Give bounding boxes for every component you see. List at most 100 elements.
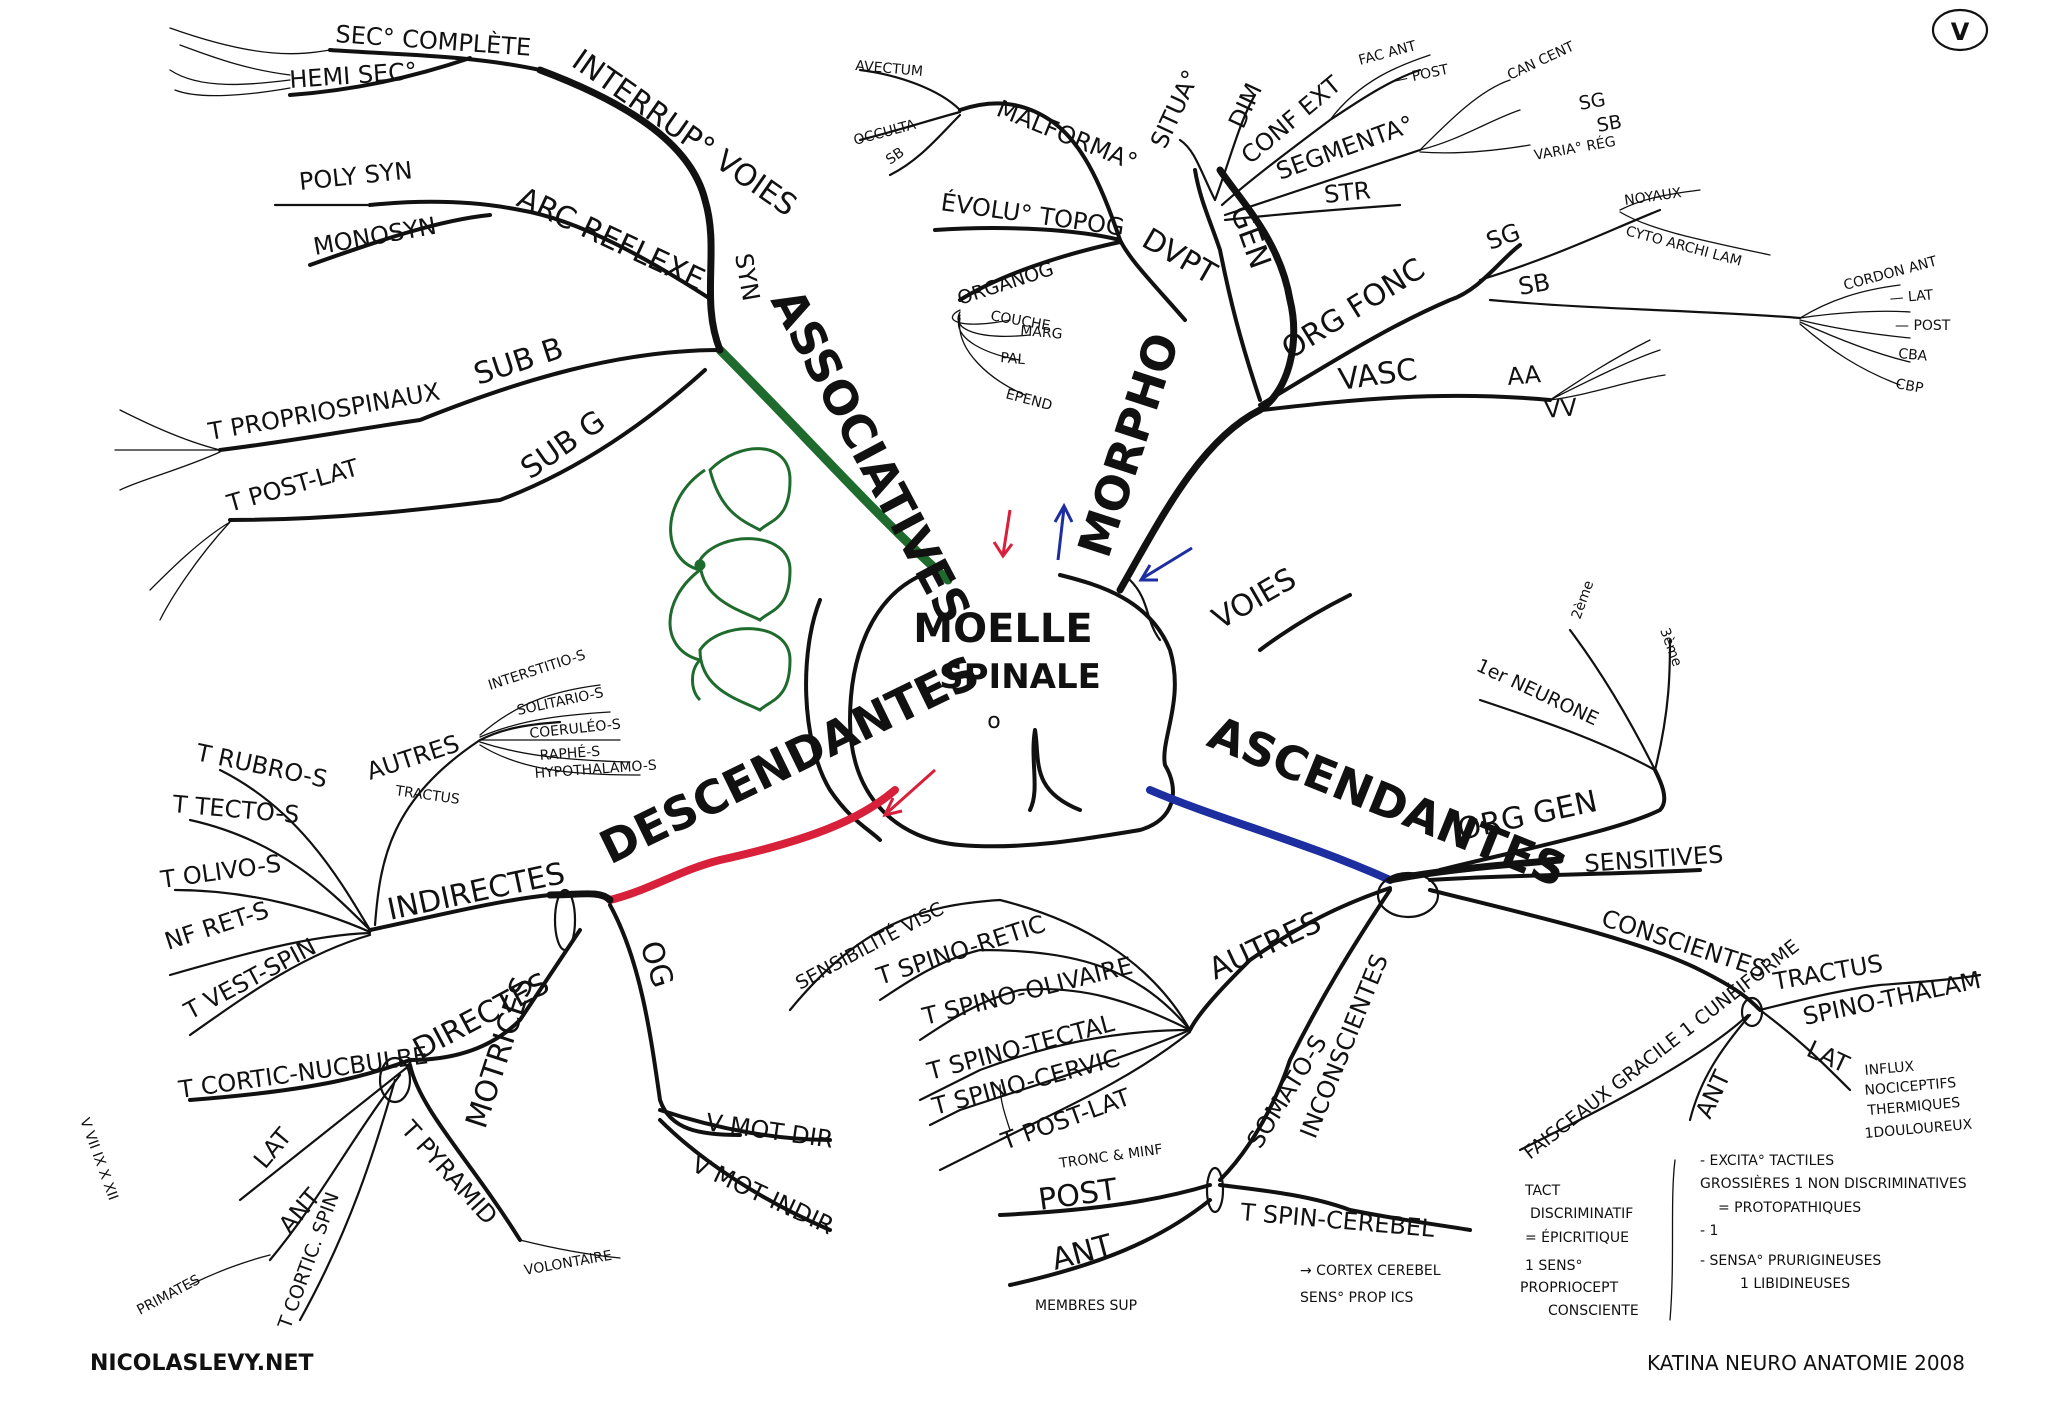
branch-descendantes: DESCENDANTES OG V MOT DIR V MOT INDIR IN…: [76, 645, 987, 1333]
subg-item-0: T POST-LAT: [223, 454, 362, 519]
arc-item-1: MONOSYN: [311, 212, 438, 261]
interrup-label: INTERRUP° VOIES: [565, 43, 802, 224]
arc-reflexe-label: ARC REFLEXE: [512, 181, 710, 298]
somato-note-0: → CORTEX CEREBEL: [1300, 1263, 1441, 1279]
ant-asc2-label: ANT: [1048, 1228, 1117, 1278]
volontaire-label: VOLONTAIRE: [523, 1248, 613, 1279]
associatives-main-line: [715, 345, 953, 585]
v-mot-indir: V MOT INDIR: [687, 1150, 838, 1240]
sb-item-3: CBA: [1898, 346, 1929, 364]
note-right-3: - 1: [1700, 1223, 1718, 1239]
note-right-1: GROSSIÈRES 1 NON DISCRIMINATIVES: [1700, 1175, 1967, 1192]
conf-item-0: FAC ANT: [1357, 38, 1418, 69]
gen-situa: SITUA°: [1145, 66, 1205, 153]
indirectes-label: INDIRECTES: [384, 856, 568, 928]
lat-asc-label: LAT: [1802, 1035, 1853, 1079]
malforma-label: MALFORMA°: [993, 95, 1142, 177]
autres-asc-item-0: SENSIBILITÉ VISC: [792, 897, 948, 994]
note-right-5: 1 LIBIDINEUSES: [1740, 1276, 1850, 1292]
sg-item-0: NOYAUX: [1623, 185, 1683, 209]
organog-label: ORGANOG: [955, 258, 1057, 310]
sb-label: SB: [1516, 268, 1552, 301]
note-left-5: CONSCIENTE: [1548, 1303, 1639, 1319]
sg-label: SG: [1482, 218, 1523, 256]
somato-note-1: SENS° PROP ICS: [1300, 1290, 1414, 1306]
footer-left: NICOLASLEVY.NET: [90, 1351, 314, 1376]
direction-arrows: [882, 502, 1193, 818]
gen-str: STR: [1323, 176, 1372, 209]
malforma-item-1: OCCULTA: [852, 117, 918, 149]
associatives-label: ASSOCIATIVES: [760, 280, 982, 632]
indirectes-item-4: T VEST-SPIN: [179, 933, 321, 1026]
t-pyramid-label: T PYRAMID: [395, 1115, 503, 1231]
note-left-0: TACT: [1524, 1183, 1561, 1199]
organog-item-1: MARG: [1020, 323, 1063, 343]
organog-item-2: PAL: [1000, 350, 1026, 368]
ascendantes-main-line: [1146, 786, 1394, 884]
orggen-item-2: 3ème: [1656, 626, 1685, 669]
indirectes-item-2: T OLIVO-S: [158, 849, 283, 894]
note-left-4: PROPRIOCEPT: [1520, 1280, 1619, 1296]
green-cord-sketch: [668, 447, 792, 712]
malforma-item-0: AVECTUM: [855, 58, 924, 80]
autres-item-3: RAPHÉ-S: [539, 743, 601, 764]
page-number-circle: [1931, 8, 1989, 52]
sb-item-4: CBP: [1894, 376, 1924, 397]
indirectes-item-0: T RUBRO-S: [193, 738, 330, 793]
segmenta-item-0: CAN CENT: [1505, 39, 1577, 84]
cranial-nerves: V VII IX X XII: [76, 1116, 121, 1203]
arc-item-0: POLY SYN: [298, 156, 414, 196]
center-title-line1: MOELLE: [913, 606, 1092, 652]
lat-asc-item-1: NOCICEPTIFS: [1864, 1075, 1957, 1099]
lat-label: LAT: [248, 1123, 297, 1174]
post-asc-note: TRONC & MINF: [1057, 1142, 1163, 1172]
vasc-aa: AA: [1506, 360, 1542, 391]
lat-asc-item-3: 1DOULOUREUX: [1864, 1117, 1973, 1142]
post-asc-label: POST: [1036, 1172, 1120, 1218]
autres-asc-label: AUTRES: [1204, 905, 1327, 987]
note-right-0: - EXCITA° TACTILES: [1700, 1153, 1834, 1169]
organog-item-3: EPEND: [1004, 386, 1054, 414]
primates-label: PRIMATES: [134, 1272, 203, 1319]
sensitives-label: SENSITIVES: [1583, 840, 1724, 878]
v-mot-dir: V MOT DIR: [704, 1108, 835, 1154]
ant-asc2-note: MEMBRES SUP: [1035, 1298, 1137, 1314]
note-left-1: DISCRIMINATIF: [1530, 1206, 1633, 1222]
segmenta-item-1: SG: [1577, 89, 1607, 115]
faisceaux-label: FAISCEAUX GRACILE 1 CUNÉIFORME: [1519, 935, 1803, 1164]
segmenta-item-2: SB: [1595, 111, 1624, 137]
indirectes-item-1: T TECTO-S: [170, 790, 300, 829]
ant-asc-label: ANT: [1690, 1066, 1736, 1123]
lat-asc-item-2: THERMIQUES: [1866, 1095, 1961, 1119]
autres-item-0: INTERSTITIO-S: [486, 647, 587, 694]
lat-asc-item-0: INFLUX: [1864, 1059, 1915, 1079]
center-title-line2: SPINALE: [939, 657, 1101, 697]
indirectes-item-3: NF RET-S: [161, 896, 272, 956]
evol-label: ÉVOLU° TOPOG: [939, 187, 1126, 241]
sg-item-1: CYTO ARCHI LAM: [1624, 223, 1743, 269]
note-left-3: 1 SENS°: [1525, 1258, 1582, 1274]
orggen-item-1: 2ème: [1569, 579, 1598, 622]
malforma-item-2: SB: [883, 145, 907, 169]
autres-label: AUTRES: [363, 729, 463, 785]
descendantes-main-line: [606, 786, 899, 904]
note-left-2: = ÉPICRITIQUE: [1525, 1229, 1629, 1246]
interrup-syn: SYN: [729, 251, 765, 303]
autres-note: TRACTUS: [393, 783, 460, 808]
note-right-2: = PROTOPATHIQUES: [1718, 1200, 1861, 1216]
segmenta-item-3: VARIA° RÉG: [1533, 133, 1617, 164]
branch-associatives: ASSOCIATIVES INTERRUP° VOIES SYN SEC° CO…: [114, 19, 982, 712]
voies-label: VOIES: [1207, 561, 1303, 637]
gen-dim: DIM: [1223, 79, 1268, 133]
page-number: V: [1951, 18, 1970, 46]
sb-item-2: — POST: [1895, 318, 1951, 334]
center-node: MOELLE SPINALE o: [804, 568, 1177, 849]
interrup-item-1: HEMI SEC°: [288, 57, 417, 94]
sb-item-1: — LAT: [1889, 287, 1934, 307]
vasc-label: VASC: [1336, 352, 1419, 398]
morpho-label: MORPHO: [1067, 326, 1190, 563]
note-right-4: - SENSA° PRURIGINEUSES: [1700, 1253, 1881, 1269]
footer-right: KATINA NEURO ANATOMIE 2008: [1647, 1351, 1965, 1375]
branch-morpho: MORPHO DVPT MALFORMA° AVECTUM OCCULTA SB…: [852, 38, 1951, 594]
